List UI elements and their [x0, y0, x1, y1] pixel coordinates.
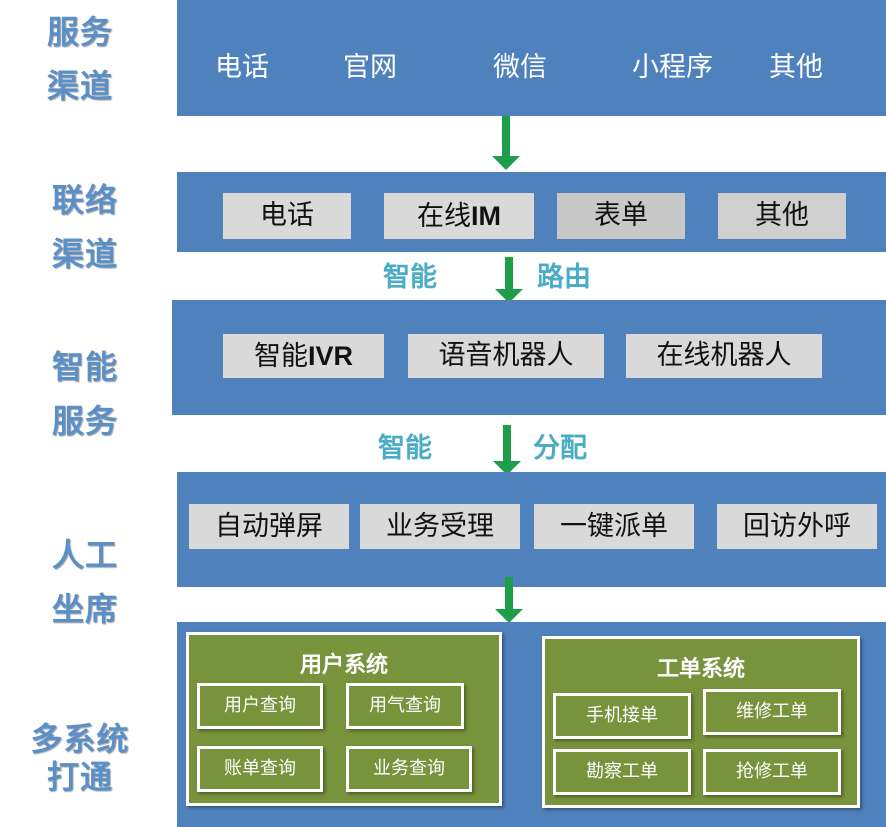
one-click-dispatch-label: 一键派单: [560, 511, 668, 542]
user-query-box: 用户查询: [197, 683, 323, 729]
channel-mini-program: 小程序: [632, 52, 713, 83]
bill-query-box: 账单查询: [197, 746, 323, 792]
callback-box: 回访外呼: [717, 504, 877, 549]
contact-channel-phone-label: 电话: [260, 200, 314, 231]
down-arrow-icon: [491, 116, 521, 170]
user-system-title: 用户系统: [299, 653, 388, 678]
emergency-repair-order-box: 抢修工单: [703, 749, 841, 795]
side-label-line: 打通: [46, 758, 113, 796]
gas-query-box: 用气查询: [346, 683, 464, 729]
online-robot-label: 在线机器人: [656, 340, 792, 371]
side-label-line: 坐席: [51, 590, 118, 628]
side-label-line: 人工: [51, 536, 118, 574]
contact-channel-online-label: 在线: [417, 201, 471, 232]
contact-channel-form: 表单: [557, 193, 685, 239]
voice-robot-label: 语音机器人: [438, 340, 574, 371]
auto-popup-label: 自动弹屏: [215, 511, 323, 542]
routing-label-right: 路由: [537, 262, 591, 293]
mobile-order-box: 手机接单: [553, 693, 691, 739]
channel-other: 其他: [769, 52, 823, 83]
integration-band: 用户系统 用户查询 用气查询 账单查询 业务查询 工单系统 手机接单 维修工单 …: [177, 622, 886, 827]
contact-channel-other: 其他: [718, 193, 846, 239]
distribution-label-left: 智能: [378, 433, 432, 464]
down-arrow-icon: [494, 577, 524, 623]
side-label-line: 服务: [51, 402, 118, 440]
side-label-line: 渠道: [46, 67, 113, 105]
channel-phone: 电话: [215, 52, 269, 83]
survey-order-box: 勘察工单: [553, 749, 691, 795]
service-channels-band: 电话 官网 微信 小程序 其他: [177, 0, 886, 116]
auto-popup-box: 自动弹屏: [189, 504, 349, 549]
work-order-system-title: 工单系统: [656, 657, 745, 682]
contact-channel-phone: 电话: [223, 193, 351, 239]
business-handling-box: 业务受理: [360, 504, 520, 549]
contact-channels-band: 电话 在线IM 表单 其他: [177, 172, 886, 252]
work-order-system-panel: 工单系统 手机接单 维修工单 勘察工单 抢修工单: [542, 636, 860, 808]
business-query-box: 业务查询: [346, 746, 472, 792]
distribution-label-right: 分配: [533, 433, 587, 464]
callback-label: 回访外呼: [743, 511, 851, 542]
online-robot-box: 在线机器人: [626, 334, 822, 378]
contact-channel-form-label: 表单: [594, 200, 648, 231]
user-system-panel: 用户系统 用户查询 用气查询 账单查询 业务查询: [186, 632, 502, 806]
contact-channel-im-label: IM: [471, 201, 501, 231]
down-arrow-icon: [492, 425, 522, 475]
channel-wechat: 微信: [493, 52, 547, 83]
down-arrow-icon: [494, 257, 524, 303]
smart-ivr-box: 智能IVR: [223, 334, 384, 378]
smart-ivr-suffix: IVR: [307, 341, 353, 371]
channel-website: 官网: [343, 52, 397, 83]
side-label-line: 智能: [51, 348, 118, 386]
side-label-manual-seat: 人工 坐席: [45, 528, 125, 636]
smart-ivr-prefix: 智能: [253, 341, 308, 372]
manual-seat-band: 自动弹屏 业务受理 一键派单 回访外呼: [177, 472, 886, 587]
side-label-contact-channels: 联络 渠道: [45, 173, 125, 281]
side-label-line: 多系统: [30, 720, 130, 758]
side-label-line: 联络: [51, 181, 118, 219]
side-label-service-channels: 服务 渠道: [40, 5, 120, 113]
one-click-dispatch-box: 一键派单: [534, 504, 694, 549]
voice-robot-box: 语音机器人: [408, 334, 604, 378]
side-label-integration: 多系统 打通: [20, 720, 140, 796]
side-label-smart-service: 智能 服务: [45, 340, 125, 448]
contact-channel-other-label: 其他: [755, 200, 809, 231]
contact-channel-online-im: 在线IM: [384, 193, 534, 239]
business-handling-label: 业务受理: [386, 511, 494, 542]
smart-service-band: 智能IVR 语音机器人 在线机器人: [172, 300, 886, 415]
side-label-line: 渠道: [51, 235, 118, 273]
routing-label-left: 智能: [383, 262, 437, 293]
side-label-line: 服务: [46, 13, 113, 51]
repair-order-box: 维修工单: [703, 689, 841, 735]
